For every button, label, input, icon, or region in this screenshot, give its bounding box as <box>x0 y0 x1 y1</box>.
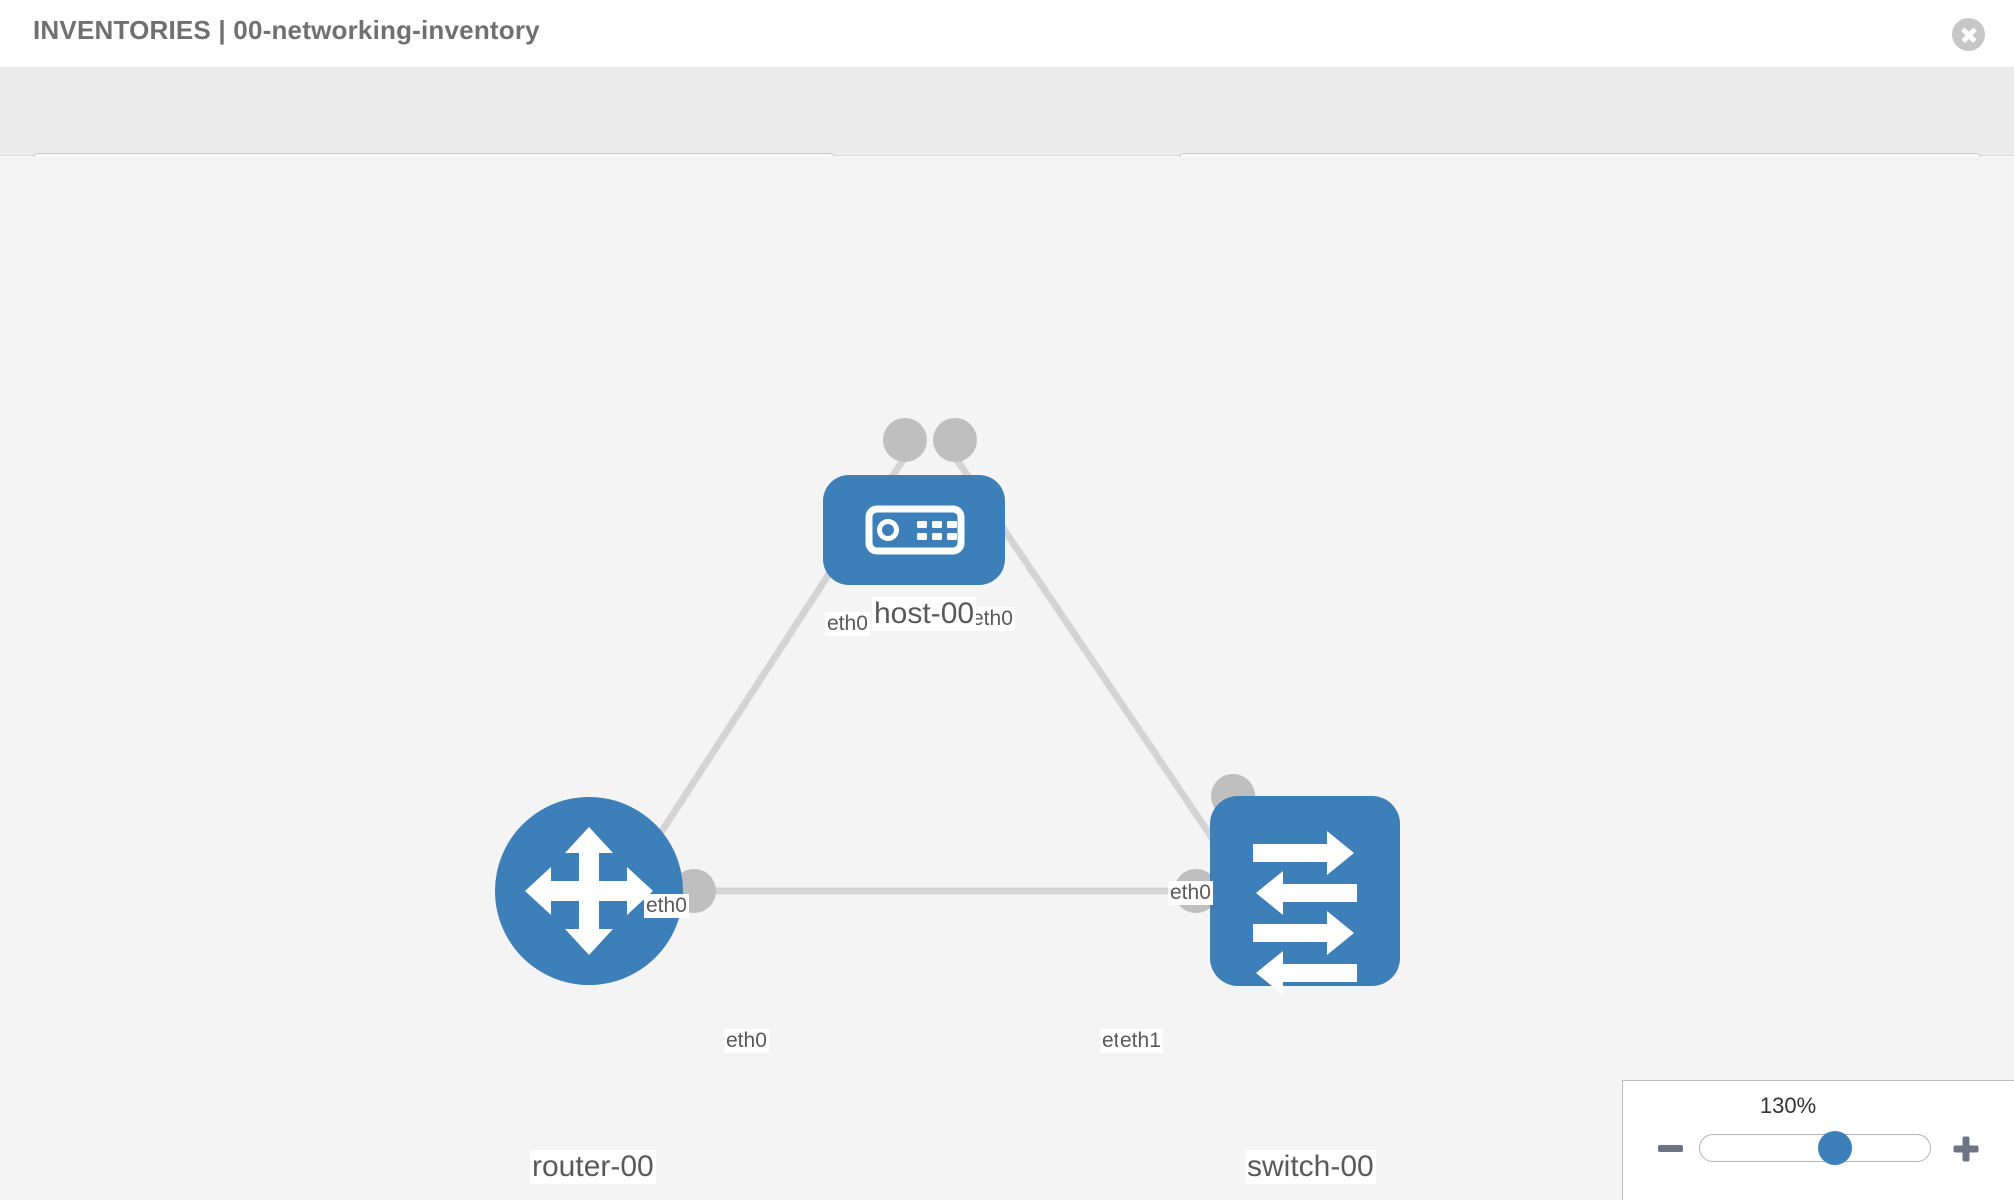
zoom-in-button[interactable] <box>1952 1135 1979 1162</box>
interface-label-router-eth0-north: eth0 <box>644 894 689 919</box>
zoom-slider-handle[interactable] <box>1817 1131 1852 1165</box>
zoom-percent-label: 130% <box>1759 1093 1817 1118</box>
endpoint-host-left <box>883 418 927 462</box>
topology-canvas[interactable]: eth0 eth0 host-00 eth0 eth0 eth0 eth eth… <box>0 157 2014 1200</box>
interface-label-switch-eth0-north: eth0 <box>1168 881 1213 906</box>
zoom-slider[interactable] <box>1699 1131 1931 1165</box>
interface-label-switch-eth1: eth1 <box>1118 1029 1163 1054</box>
switch-arrows-icon <box>1253 831 1357 995</box>
interface-label-router-eth0-east: eth0 <box>724 1029 769 1054</box>
toolbar: ACTIONS SEARCH <box>0 68 2014 205</box>
node-host-00 <box>823 475 1005 585</box>
interface-label-host-eth0-right: eth0 <box>970 607 1015 632</box>
node-label-host-00: host-00 <box>872 597 977 631</box>
interface-label-host-eth0-left: eth0 <box>825 612 870 637</box>
endpoint-host-right <box>933 418 977 462</box>
node-switch-00 <box>1210 796 1400 995</box>
node-label-router-00: router-00 <box>530 1150 656 1184</box>
server-device-icon <box>865 505 965 555</box>
zoom-control-panel: 130% <box>1622 1080 2014 1200</box>
close-icon[interactable] <box>1952 18 1985 51</box>
node-label-switch-00: switch-00 <box>1245 1150 1376 1184</box>
page-header: INVENTORIES | 00-networking-inventory <box>0 0 2014 68</box>
node-router-00 <box>495 797 683 985</box>
zoom-out-button[interactable] <box>1658 1145 1683 1152</box>
topology-graph <box>495 418 1400 995</box>
router-arrows-icon <box>525 827 653 955</box>
page-title: INVENTORIES | 00-networking-inventory <box>33 15 540 45</box>
